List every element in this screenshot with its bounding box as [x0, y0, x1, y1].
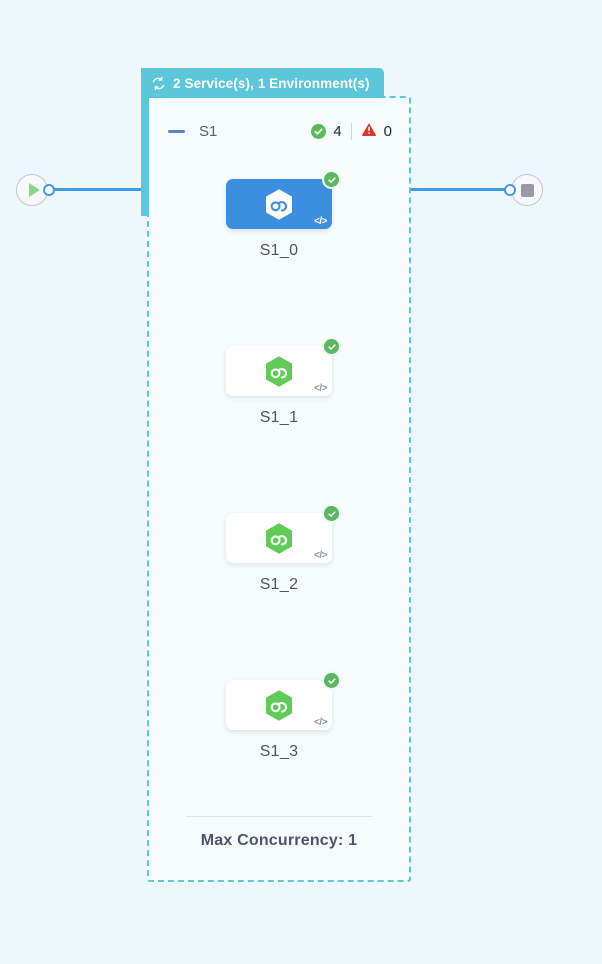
end-node[interactable]: [511, 174, 543, 206]
node-s1-1[interactable]: </> S1_1: [226, 337, 341, 427]
stop-icon: [520, 183, 534, 197]
play-icon: [28, 183, 40, 197]
check-circle-icon: [322, 337, 341, 356]
service-hex-icon: [264, 188, 294, 221]
node-label: S1_0: [259, 242, 299, 259]
check-circle-icon: [322, 504, 341, 523]
code-icon[interactable]: </>: [314, 550, 327, 561]
node-s1-2[interactable]: </> S1_2: [226, 504, 341, 594]
status-group: 4 0: [311, 121, 392, 141]
check-circle-icon: [322, 170, 341, 189]
footer-divider: [186, 816, 372, 817]
code-icon[interactable]: </>: [314, 717, 327, 728]
service-row: S1 4 0: [168, 118, 392, 144]
node-s1-3[interactable]: </> S1_3: [226, 671, 341, 761]
node-card[interactable]: </>: [226, 504, 341, 563]
warning-triangle-icon: [361, 121, 377, 141]
service-hex-icon: [264, 689, 294, 722]
check-circle-icon: [322, 671, 341, 690]
collapse-dash-icon[interactable]: [168, 129, 185, 133]
service-hex-icon: [264, 522, 294, 555]
check-circle-icon: [311, 123, 327, 139]
code-icon[interactable]: </>: [314, 216, 327, 227]
code-icon[interactable]: </>: [314, 383, 327, 394]
node-card[interactable]: </>: [226, 671, 341, 730]
sync-icon: [151, 76, 166, 91]
start-output-port[interactable]: [43, 184, 55, 196]
node-label: S1_3: [259, 743, 299, 760]
service-name-label: S1: [199, 122, 218, 140]
end-input-port[interactable]: [504, 184, 516, 196]
node-card[interactable]: </>: [226, 170, 341, 229]
node-s1-0[interactable]: </> S1_0: [226, 170, 341, 260]
group-left-accent-bar: [141, 68, 149, 216]
connector-line-end: [411, 188, 507, 191]
max-concurrency-label: Max Concurrency: 1: [200, 832, 358, 849]
node-label: S1_2: [259, 576, 299, 593]
group-header-label: 2 Service(s), 1 Environment(s): [173, 75, 370, 91]
node-label: S1_1: [259, 409, 299, 426]
connector-line-start: [52, 188, 147, 191]
group-header[interactable]: 2 Service(s), 1 Environment(s): [141, 68, 384, 98]
warning-count: 0: [383, 122, 392, 140]
success-count: 4: [333, 122, 342, 140]
node-card[interactable]: </>: [226, 337, 341, 396]
service-hex-icon: [264, 355, 294, 388]
status-divider: [350, 122, 352, 140]
start-node[interactable]: [16, 174, 48, 206]
